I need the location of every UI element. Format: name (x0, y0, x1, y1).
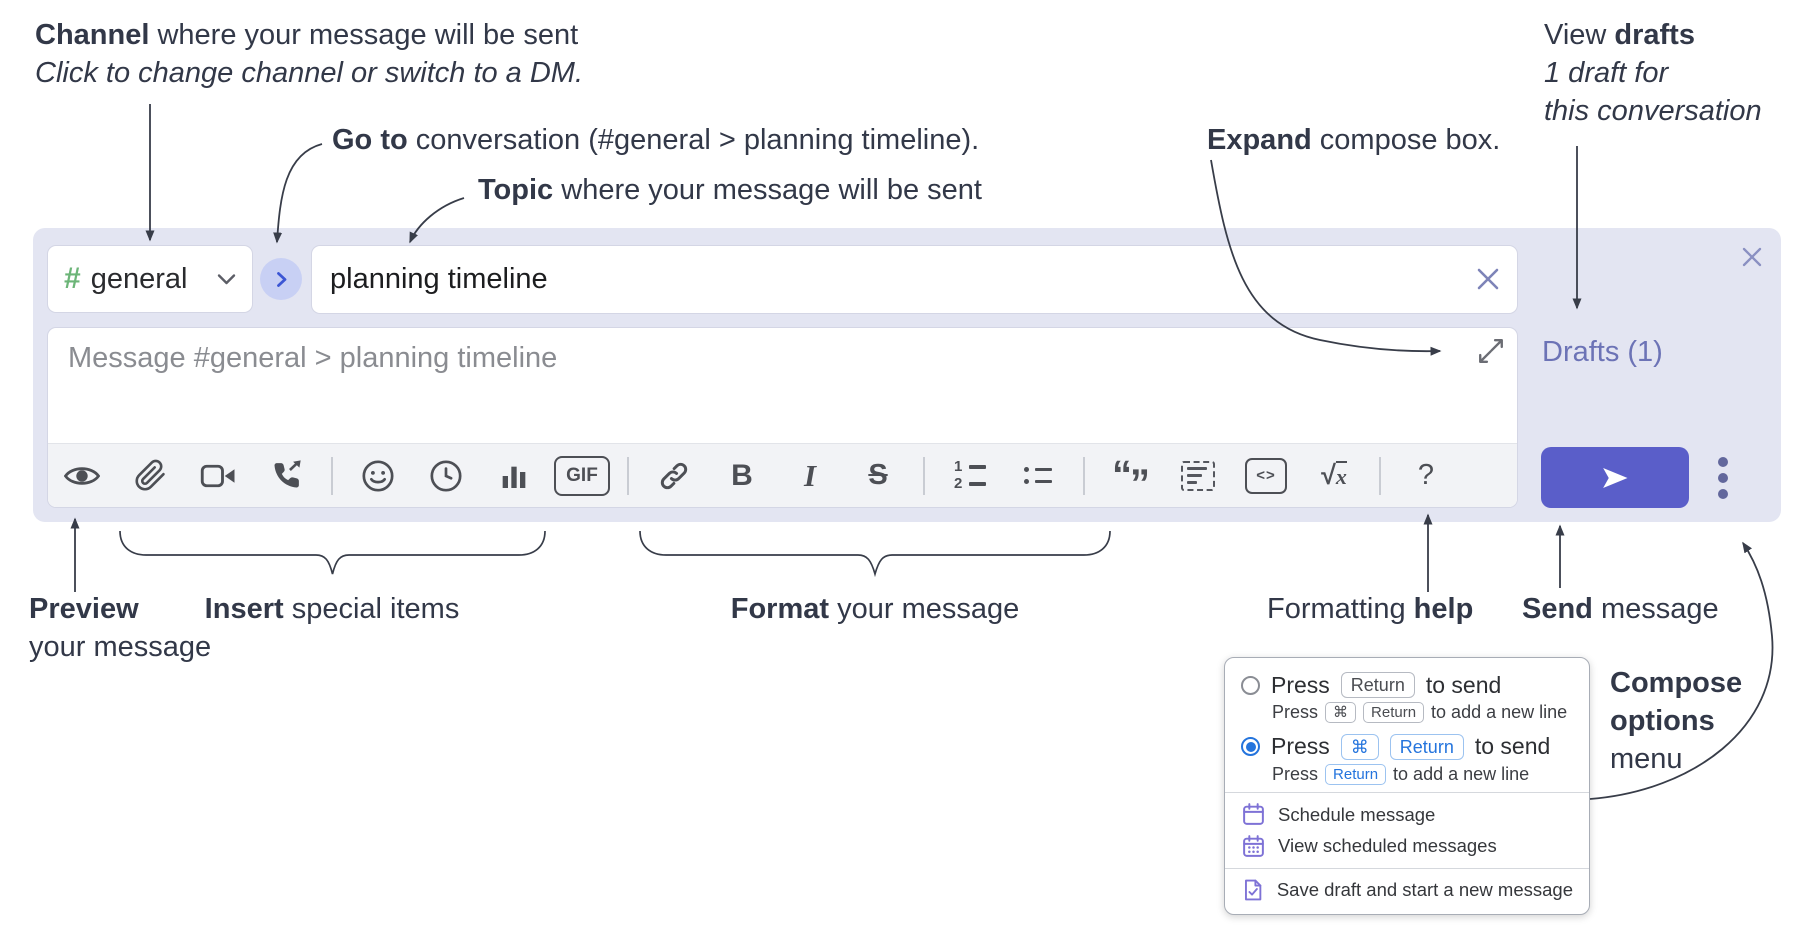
save-draft-item[interactable]: Save draft and start a new message (1241, 875, 1573, 906)
goto-annotation: Go to conversation (#general > planning … (332, 124, 980, 156)
preview-icon[interactable] (48, 444, 116, 508)
compose-options-annotation: Compose options menu (1610, 667, 1743, 775)
message-input[interactable] (48, 328, 1517, 438)
compose-box: # general (33, 228, 1781, 522)
radio-unselected-icon[interactable] (1241, 675, 1260, 695)
code-icon[interactable]: <> (1232, 444, 1300, 508)
schedule-clock-icon[interactable] (412, 444, 480, 508)
gif-icon[interactable]: GIF (548, 444, 616, 508)
numbered-list-icon[interactable]: 1 2 (936, 444, 1004, 508)
bulleted-list-icon[interactable] (1004, 444, 1072, 508)
return-key: Return (1389, 733, 1464, 760)
message-area: GIF B I S 1 (48, 328, 1517, 507)
toolbar-divider (627, 456, 629, 495)
go-to-conversation-button[interactable] (260, 258, 302, 300)
toolbar-divider (1083, 456, 1085, 495)
return-key: Return (1340, 672, 1415, 699)
compose-options-menu-button[interactable] (1710, 450, 1736, 506)
video-call-icon[interactable] (184, 444, 252, 508)
compose-options-popup: Press Return to send Press ⌘ Return to a… (1224, 657, 1590, 915)
voice-call-icon[interactable] (252, 444, 320, 508)
formatting-help-annotation: Formatting help (1267, 593, 1474, 625)
calendar-grid-icon (1243, 834, 1264, 857)
channel-annotation: Channel where your message will be sent … (35, 19, 584, 89)
expand-compose-icon[interactable] (1477, 337, 1507, 367)
math-icon[interactable]: √x (1321, 460, 1347, 490)
quote-icon[interactable]: “” (1112, 453, 1150, 506)
enter-sends-option[interactable]: Press Return to send (1241, 670, 1573, 700)
drafts-link[interactable]: Drafts (1) (1542, 336, 1663, 368)
strikethrough-icon[interactable]: S (868, 459, 888, 491)
preview-annotation: Preview your message (29, 593, 212, 663)
close-compose-icon[interactable] (1737, 242, 1767, 272)
draft-document-icon (1245, 880, 1262, 901)
insert-brace (119, 530, 546, 575)
dot-icon (1718, 473, 1728, 483)
radio-selected-icon[interactable] (1241, 737, 1260, 757)
topic-field (312, 246, 1517, 313)
enter-sends-subtext: Press ⌘ Return to add a new line (1272, 702, 1568, 724)
italic-icon[interactable]: I (803, 457, 817, 493)
topic-clear-icon[interactable] (1473, 264, 1503, 294)
emoji-icon[interactable] (344, 444, 412, 508)
formatting-help-icon[interactable]: ? (1417, 459, 1435, 491)
toolbar-divider (1379, 456, 1381, 495)
channel-name: general (90, 262, 188, 295)
topic-annotation: Topic where your message will be sent (478, 174, 982, 206)
poll-chart-icon[interactable] (480, 444, 548, 508)
view-drafts-annotation: View drafts 1 draft for this conversatio… (1544, 19, 1762, 127)
toolbar-divider (923, 456, 925, 495)
view-scheduled-messages-item[interactable]: View scheduled messages (1241, 831, 1573, 862)
chevron-down-icon (217, 273, 236, 284)
channel-selector[interactable]: # general (48, 246, 252, 312)
calendar-icon (1243, 803, 1264, 826)
link-icon[interactable] (640, 444, 708, 508)
cmd-key: ⌘ (1340, 733, 1379, 760)
format-annotation: Format your message (730, 593, 1020, 625)
dot-icon (1718, 489, 1728, 499)
chevron-right-icon (276, 271, 286, 287)
cmd-enter-sends-subtext: Press Return to add a new line (1272, 763, 1530, 785)
popup-divider (1225, 867, 1589, 869)
cmd-enter-sends-option[interactable]: Press ⌘ Return to send (1241, 731, 1573, 761)
schedule-message-item[interactable]: Schedule message (1241, 799, 1573, 830)
return-key: Return (1325, 763, 1387, 785)
send-button[interactable] (1541, 447, 1689, 508)
cmd-key: ⌘ (1325, 702, 1357, 724)
return-key: Return (1363, 702, 1425, 724)
attach-file-icon[interactable] (116, 444, 184, 508)
format-brace (639, 530, 1111, 578)
compose-toolbar: GIF B I S 1 (48, 443, 1517, 507)
send-annotation: Send message (1522, 593, 1719, 625)
dot-icon (1718, 457, 1728, 467)
toolbar-divider (331, 456, 333, 495)
bold-icon[interactable]: B (731, 458, 753, 492)
channel-hash-icon: # (64, 262, 81, 295)
spoiler-icon[interactable] (1164, 444, 1232, 508)
send-plane-icon (1603, 467, 1628, 488)
insert-annotation: Insert special items (204, 593, 460, 625)
popup-divider (1225, 792, 1589, 794)
expand-annotation: Expand compose box. (1207, 124, 1501, 156)
topic-input[interactable] (312, 246, 1517, 313)
